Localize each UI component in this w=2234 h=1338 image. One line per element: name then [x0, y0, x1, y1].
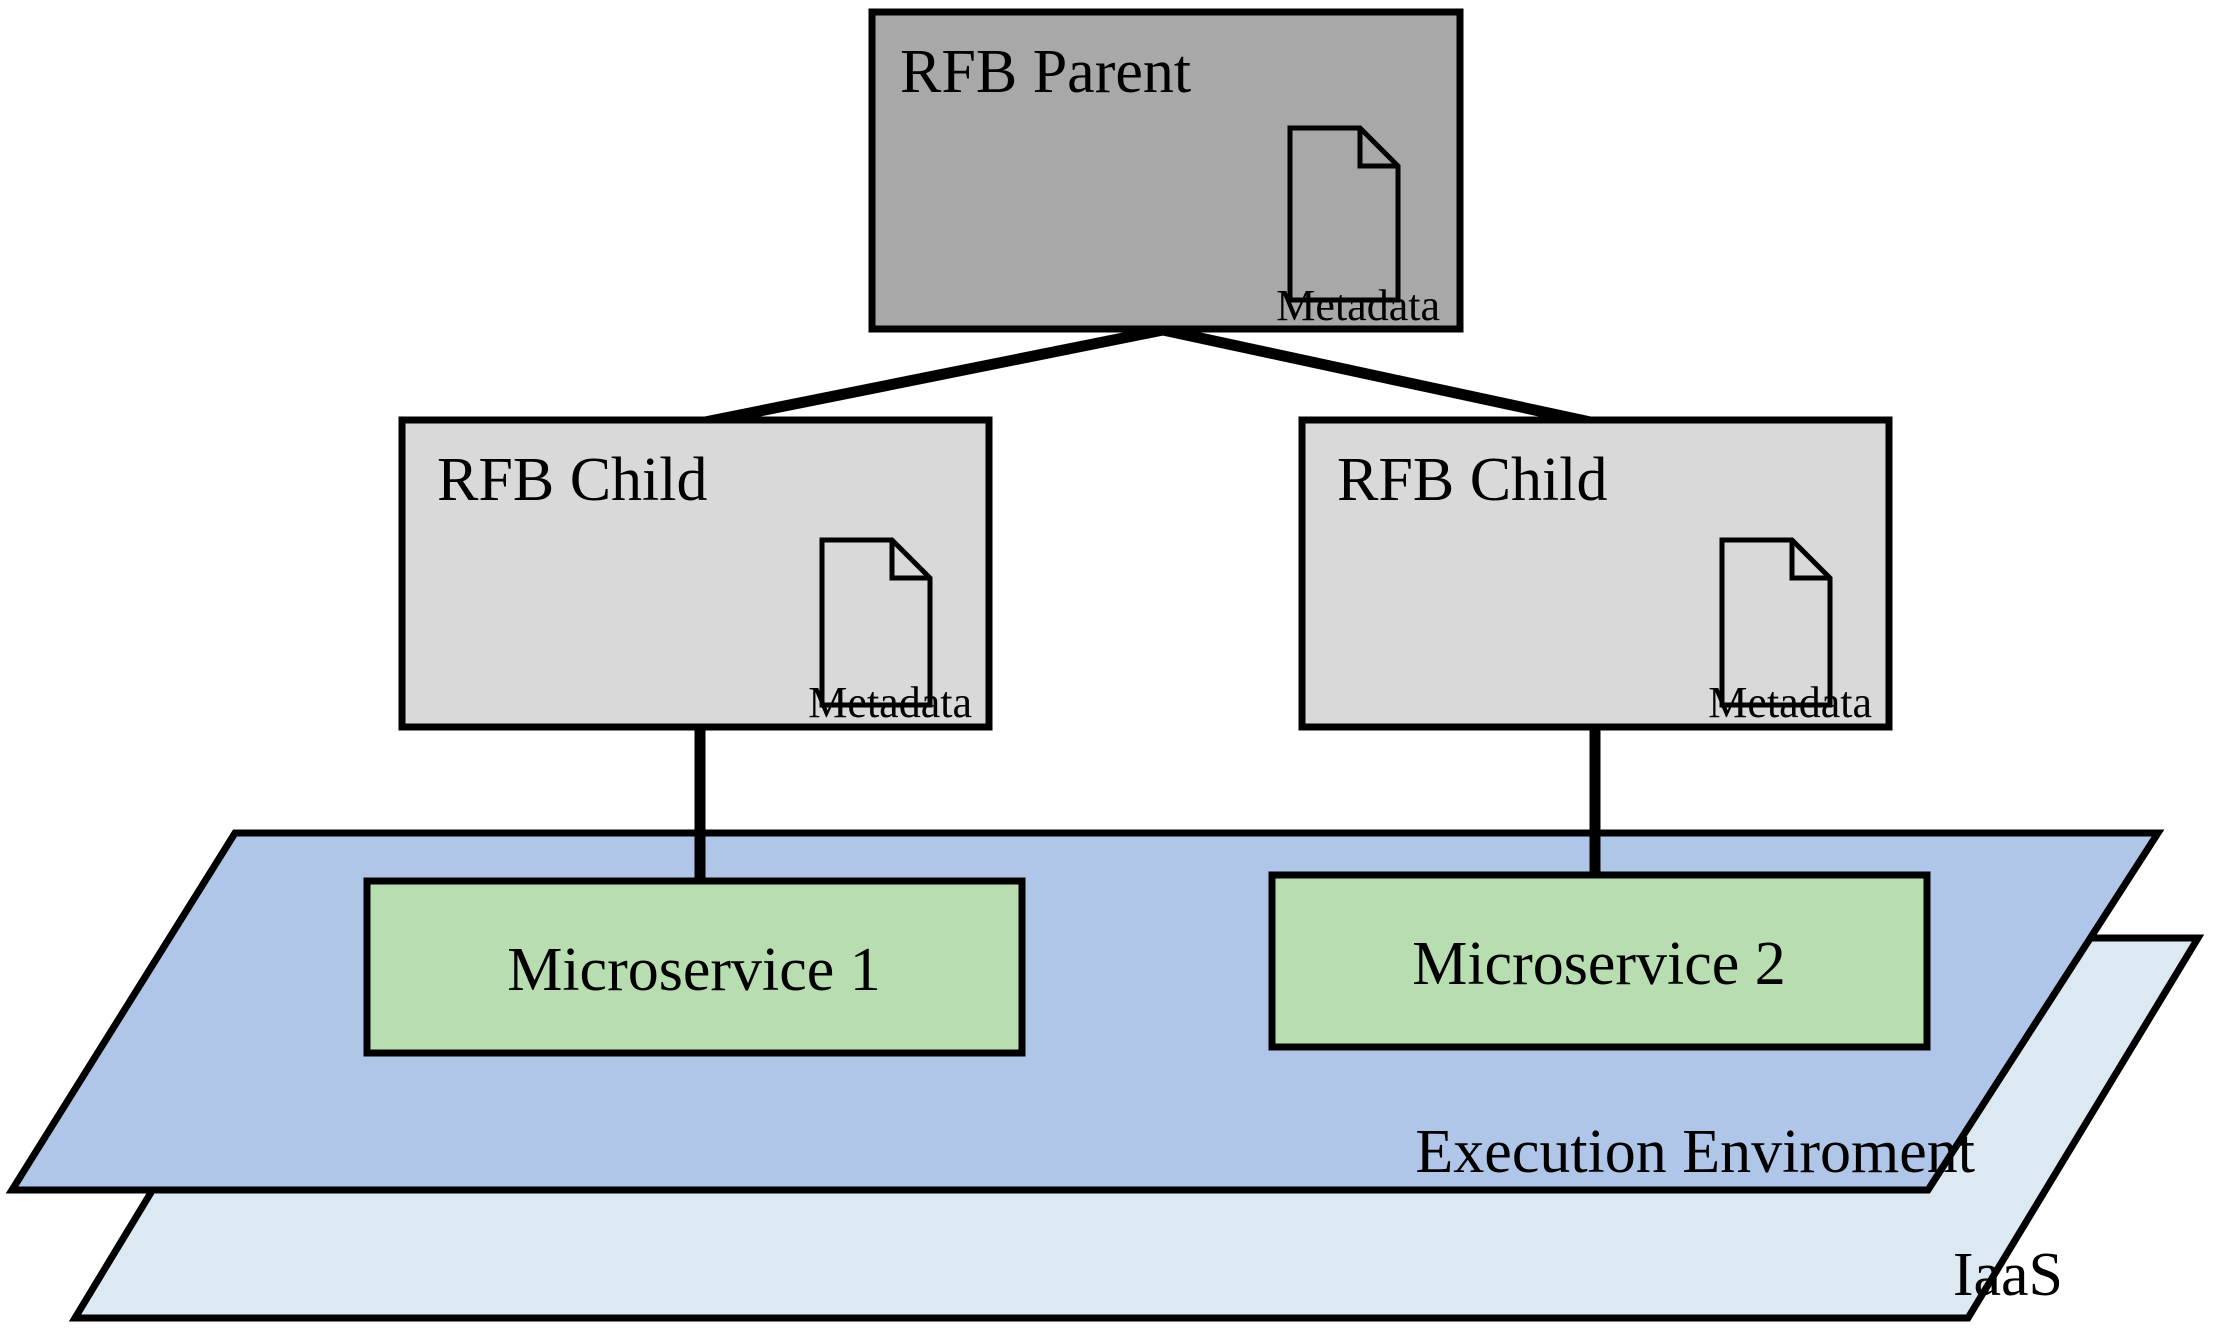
- node-rfb-child-left[interactable]: RFB Child Metadata: [398, 416, 993, 731]
- rfb-parent-metadata-label: Metadata: [1276, 281, 1440, 330]
- microservice-2-box[interactable]: [1268, 871, 1931, 1051]
- edge-parent-to-child-right: [1161, 324, 1597, 429]
- rfb-child-right-metadata-label: Metadata: [1708, 678, 1872, 727]
- rfb-child-left-label: RFB Child: [437, 446, 708, 514]
- microservice-1-box[interactable]: [363, 877, 1026, 1057]
- edge-group-child-to-microservice: [694, 727, 1601, 888]
- node-microservice-2[interactable]: Microservice 2: [1268, 871, 1931, 1051]
- edge-parent-to-child-left: [698, 324, 1165, 429]
- document-icon: [819, 537, 933, 708]
- rfb-child-right-label: RFB Child: [1337, 446, 1608, 514]
- microservice-1-label: Microservice 1: [507, 936, 881, 1004]
- rfb-child-left-metadata-label: Metadata: [808, 678, 972, 727]
- edge-group-parent-to-children: [698, 324, 1597, 429]
- execution-environment-label: Execution Enviroment: [1415, 1118, 1975, 1186]
- node-microservice-1[interactable]: Microservice 1: [363, 877, 1026, 1057]
- node-rfb-parent[interactable]: RFB Parent Metadata: [868, 8, 1464, 333]
- node-rfb-child-right[interactable]: RFB Child Metadata: [1298, 416, 1893, 731]
- microservice-2-label: Microservice 2: [1412, 930, 1786, 998]
- rfb-parent-box[interactable]: [868, 8, 1464, 333]
- document-icon: [1287, 125, 1401, 303]
- document-icon: [1719, 537, 1833, 708]
- rfb-parent-label: RFB Parent: [900, 38, 1191, 106]
- iaas-label: IaaS: [1953, 1241, 2063, 1309]
